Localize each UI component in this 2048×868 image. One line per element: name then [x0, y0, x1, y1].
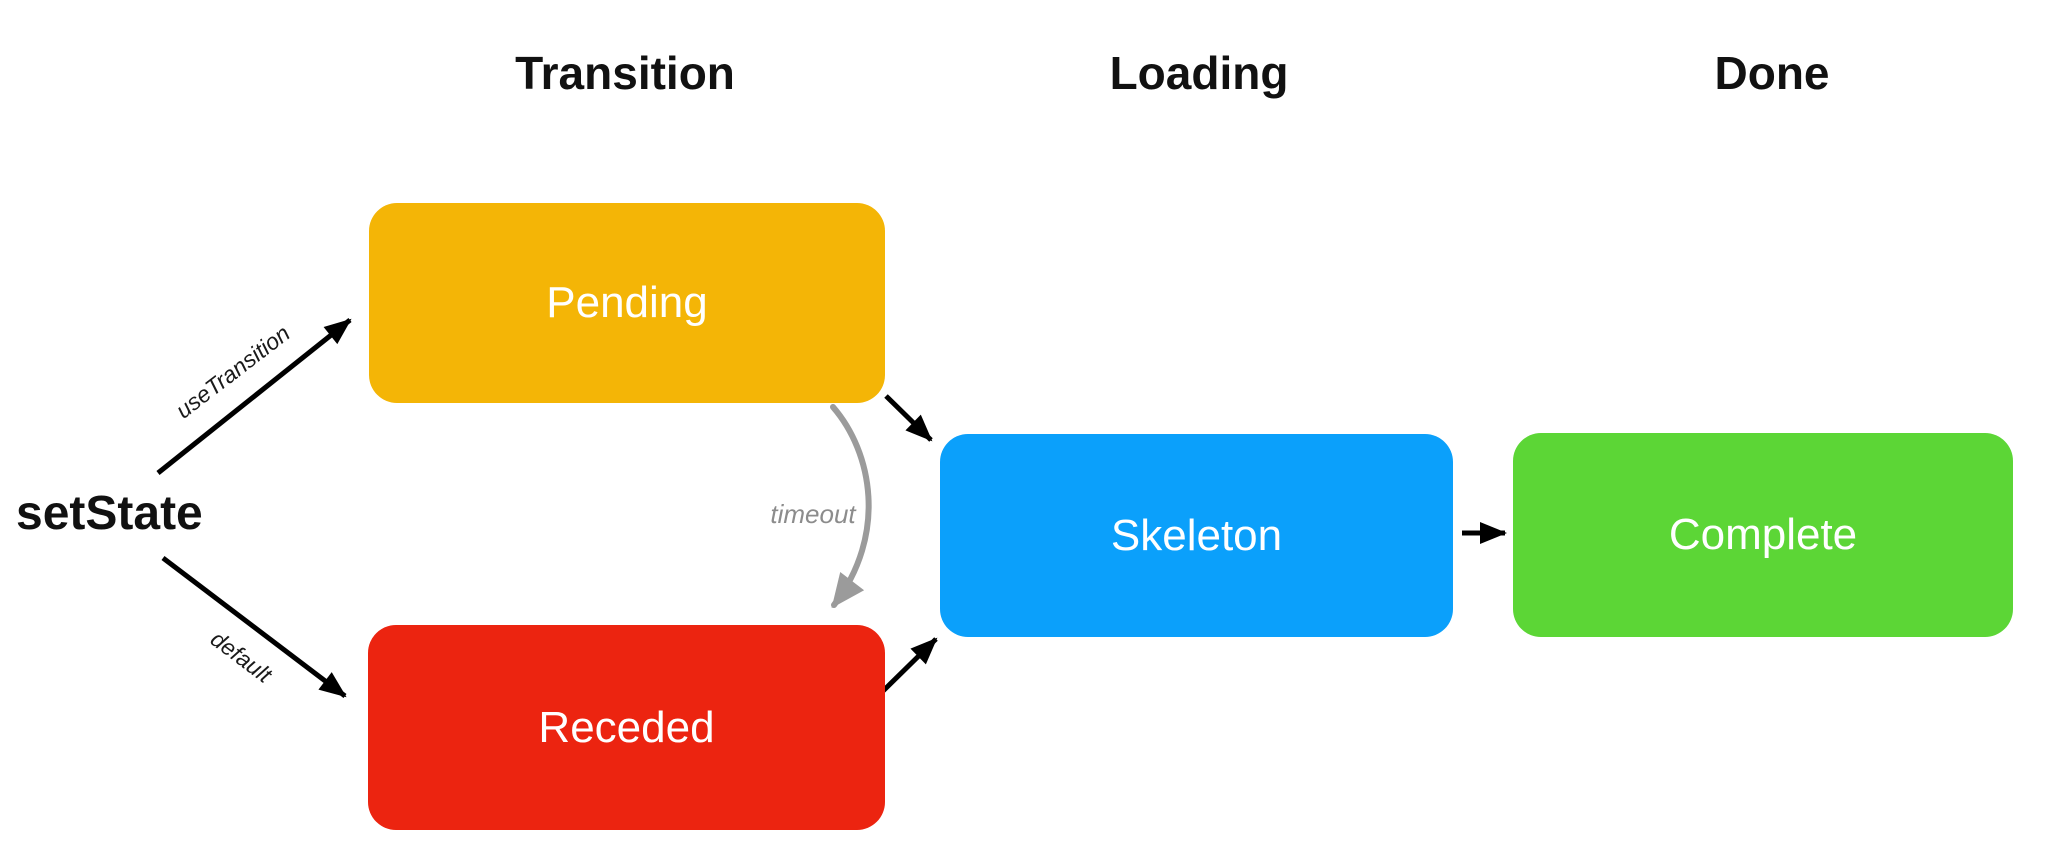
node-complete-label: Complete — [1668, 510, 1858, 559]
edge-arrow-default — [161, 556, 347, 698]
node-skeleton: Skeleton — [940, 434, 1453, 637]
node-skeleton-label: Skeleton — [1110, 510, 1283, 560]
node-receded-label: Receded — [538, 702, 715, 752]
node-pending-label: Pending — [546, 278, 708, 327]
edge-arrow-receded-to-skeleton — [878, 637, 938, 696]
column-header-loading: Loading — [1109, 47, 1289, 99]
column-header-done: Done — [1714, 47, 1830, 99]
node-receded: Receded — [368, 625, 885, 830]
column-header-transition: Transition — [515, 47, 735, 99]
edge-arrow-usetransition — [156, 318, 352, 475]
node-complete: Complete — [1513, 433, 2013, 637]
node-pending: Pending — [369, 203, 885, 403]
edge-arrow-pending-to-skeleton — [884, 394, 933, 442]
root-label-setstate: setState — [16, 487, 203, 540]
edge-label-timeout: timeout — [770, 499, 856, 529]
edge-arrow-timeout-curve — [830, 404, 872, 609]
